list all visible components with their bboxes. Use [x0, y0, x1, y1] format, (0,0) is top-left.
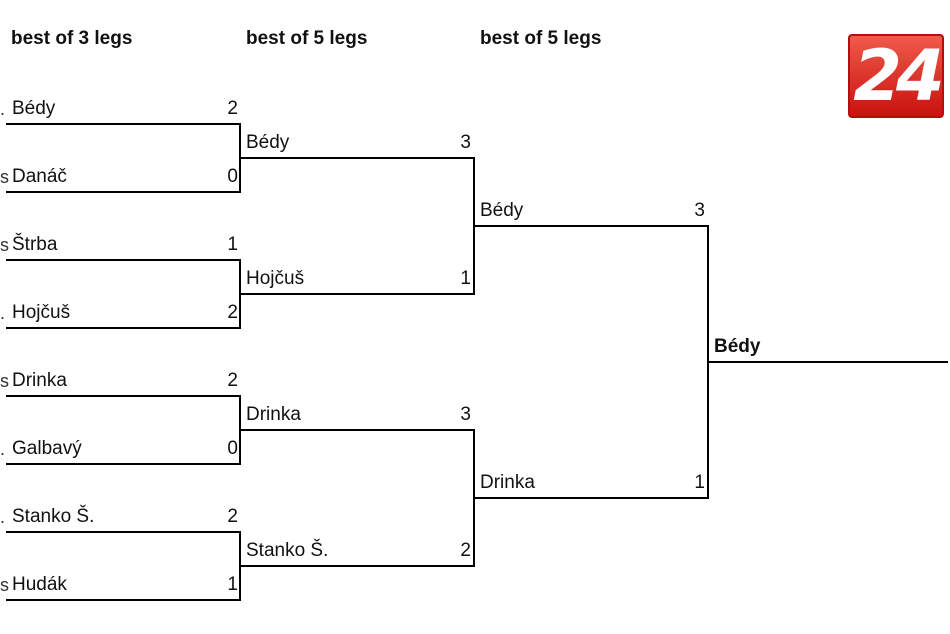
seed-mark: s [0, 371, 9, 391]
bracket-line [6, 531, 241, 533]
r3-player-score: 3 [694, 200, 705, 221]
round1-header: best of 3 legs [11, 28, 133, 49]
r2-player-score: 1 [460, 268, 471, 289]
r2-player-name: Drinka [246, 404, 301, 425]
bracket-line [239, 157, 475, 159]
bracket-line [473, 497, 709, 499]
r1-player-score: 2 [227, 302, 238, 323]
round3-header: best of 5 legs [480, 28, 602, 49]
r1-player-name: Štrba [12, 234, 58, 255]
seed-mark: . [0, 99, 6, 119]
r1-player-name: Stanko Š. [12, 506, 95, 527]
seed-mark: s [0, 575, 9, 595]
r2-player-name: Stanko Š. [246, 540, 329, 561]
bracket-line [6, 259, 241, 261]
round2-header: best of 5 legs [246, 28, 368, 49]
seed-mark: s [0, 235, 9, 255]
bracket-line [6, 327, 241, 329]
r2-player-score: 2 [460, 540, 471, 561]
r1-player-score: 0 [227, 438, 238, 459]
r3-player-score: 1 [694, 472, 705, 493]
r3-player-name: Bédy [480, 200, 524, 221]
bracket-line [6, 191, 241, 193]
seed-mark: . [0, 439, 6, 459]
r1-player-name: Hudák [12, 574, 67, 595]
bracket-line [6, 463, 241, 465]
r2-player-name: Hojčuš [246, 268, 305, 289]
seed-mark: . [0, 507, 6, 527]
r1-player-name: Hojčuš [12, 302, 71, 323]
bracket-line [239, 429, 475, 431]
bracket-line [6, 599, 241, 601]
logo-text: 24 [853, 35, 944, 117]
logo-24: 24 [848, 34, 945, 118]
bracket-line [6, 395, 241, 397]
champion-line [707, 361, 948, 363]
r2-player-score: 3 [460, 404, 471, 425]
r2-player-name: Bédy [246, 132, 290, 153]
r3-player-name: Drinka [480, 472, 535, 493]
r2-player-score: 3 [460, 132, 471, 153]
r1-player-name: Danáč [12, 166, 67, 187]
r1-player-score: 1 [227, 574, 238, 595]
r1-player-score: 2 [227, 506, 238, 527]
seed-mark: s [0, 167, 9, 187]
champion-name: Bédy [714, 336, 761, 357]
bracket-line [239, 565, 475, 567]
bracket-line [239, 293, 475, 295]
r1-player-name: Bédy [12, 98, 56, 119]
r1-player-score: 0 [227, 166, 238, 187]
r1-player-score: 1 [227, 234, 238, 255]
r1-player-score: 2 [227, 370, 238, 391]
r1-player-name: Galbavý [12, 438, 82, 459]
bracket-line [6, 123, 241, 125]
seed-mark: . [0, 303, 6, 323]
r1-player-name: Drinka [12, 370, 67, 391]
bracket-line [473, 225, 709, 227]
r1-player-score: 2 [227, 98, 238, 119]
